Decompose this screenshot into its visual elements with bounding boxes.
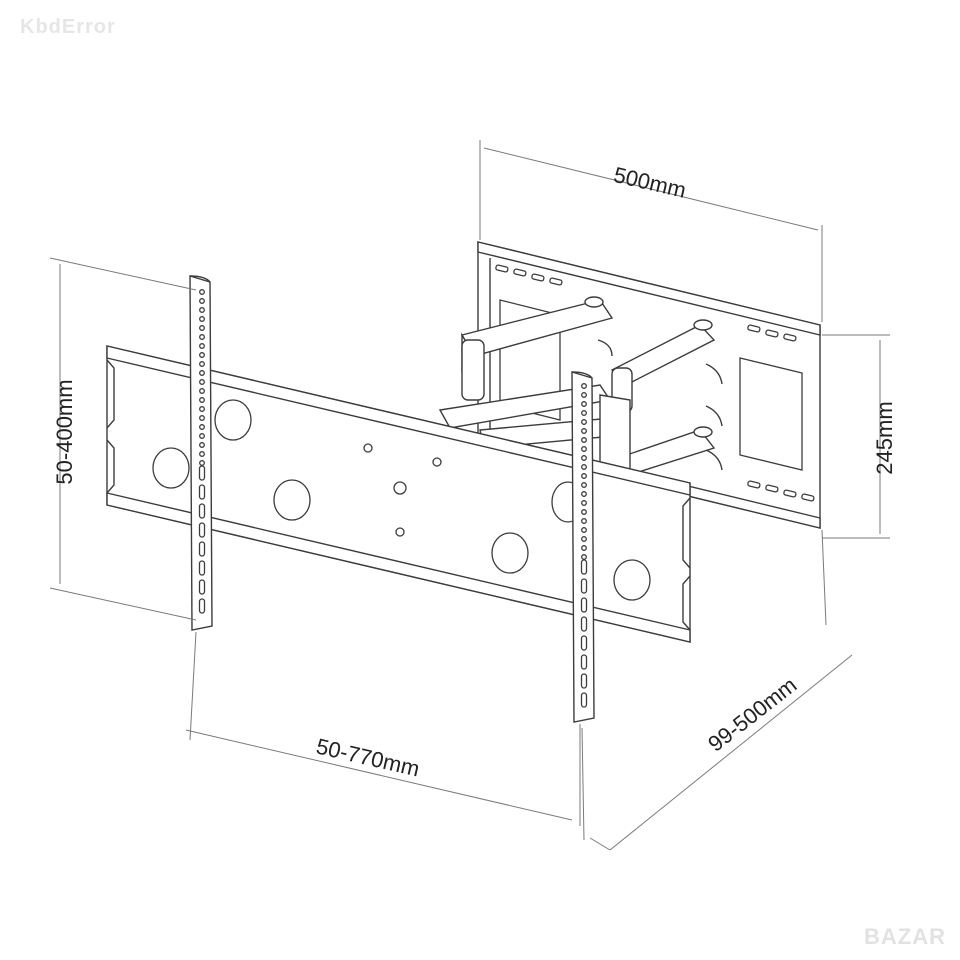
- bracket-hole: [581, 455, 587, 461]
- bracket-hole: [199, 325, 205, 331]
- tv-bracket-right: [571, 371, 595, 723]
- bracket-hole: [199, 379, 205, 385]
- tv-plate-hole: [214, 399, 252, 441]
- bracket-hole: [580, 559, 588, 575]
- bracket-hole: [199, 361, 205, 367]
- bracket-hole: [199, 316, 205, 322]
- arm-hinge-left: [461, 339, 485, 401]
- label-wall-width: 500mm: [611, 162, 688, 203]
- dimension-lines: [49, 140, 890, 851]
- bracket-hole: [581, 419, 587, 425]
- bracket-hole: [198, 541, 206, 557]
- bracket-hole: [198, 503, 206, 519]
- label-vesa-horizontal: 50-770mm: [314, 733, 422, 781]
- bracket-hole: [581, 536, 587, 542]
- bracket-hole: [199, 352, 205, 358]
- bazar-logo: BAZAR: [864, 924, 946, 949]
- bracket-hole: [580, 597, 588, 613]
- bracket-hole: [199, 334, 205, 340]
- bracket-hole: [580, 654, 588, 670]
- label-extension: 99-500mm: [703, 672, 801, 756]
- tv-plate-small-hole: [395, 527, 405, 537]
- tv-bracket-right-holes: [580, 383, 588, 708]
- bracket-hole: [198, 598, 206, 614]
- bracket-hole: [198, 560, 206, 576]
- label-vesa-vertical: 50-400mm: [52, 379, 77, 484]
- bracket-hole: [581, 401, 587, 407]
- bracket-hole: [199, 289, 205, 295]
- bracket-hole: [581, 527, 587, 533]
- dim-line-vesa-horizontal: [185, 729, 573, 821]
- wall-plate-cutout-right: [739, 357, 803, 471]
- bracket-hole: [581, 473, 587, 479]
- bracket-hole: [199, 388, 205, 394]
- bracket-hole: [199, 298, 205, 304]
- bracket-hole: [199, 415, 205, 421]
- wall-plate-slots-bottom: [747, 480, 815, 502]
- bracket-hole: [581, 500, 587, 506]
- bracket-hole: [581, 410, 587, 416]
- arm-bolt-right-top: [693, 319, 713, 331]
- bracket-hole: [199, 433, 205, 439]
- tv-plate-hole: [491, 532, 529, 574]
- bracket-hole: [581, 392, 587, 398]
- arm-bolt-top: [584, 296, 604, 308]
- bracket-hole: [199, 397, 205, 403]
- bracket-hole: [199, 307, 205, 313]
- bracket-hole: [581, 545, 587, 551]
- wall-plate-top-flange: [477, 241, 821, 336]
- bracket-hole: [581, 491, 587, 497]
- bracket-hole: [199, 406, 205, 412]
- bracket-hole: [580, 692, 588, 708]
- bracket-hole: [199, 343, 205, 349]
- bracket-hole: [198, 579, 206, 595]
- tv-bracket-left-holes: [198, 289, 206, 614]
- tv-plate-small-hole: [363, 443, 373, 453]
- bracket-hole: [580, 635, 588, 651]
- tv-plate-hole: [273, 479, 311, 521]
- bracket-hole: [198, 465, 206, 481]
- bracket-hole: [580, 673, 588, 689]
- tv-plate-hole: [613, 559, 651, 601]
- bracket-hole: [581, 464, 587, 470]
- tv-plate-center-hole: [393, 481, 407, 495]
- tv-plate: [106, 345, 691, 643]
- watermark-text: KbdError: [20, 16, 116, 38]
- arm-bolt-right-bottom: [693, 426, 713, 438]
- bracket-hole: [581, 446, 587, 452]
- dim-line-extension: [609, 654, 853, 851]
- arm-center-pivot: [599, 394, 631, 471]
- bracket-hole: [581, 518, 587, 524]
- bracket-hole: [199, 424, 205, 430]
- tv-bracket-left: [189, 275, 213, 631]
- tv-plate-top-flange: [106, 345, 691, 496]
- dim-line-wall-width: [483, 147, 819, 231]
- tv-plate-hole: [152, 447, 190, 489]
- articulating-arms: [438, 296, 723, 477]
- bracket-hole: [581, 482, 587, 488]
- bracket-hole: [199, 460, 205, 466]
- bracket-hole: [580, 616, 588, 632]
- tv-plate-bottom-flange: [106, 492, 691, 643]
- bracket-hole: [580, 578, 588, 594]
- bracket-hole: [198, 484, 206, 500]
- wall-plate-slots-top: [495, 264, 797, 342]
- bracket-hole: [581, 428, 587, 434]
- label-wall-height: 245mm: [872, 401, 897, 474]
- tv-plate-small-hole: [432, 457, 442, 467]
- bracket-hole: [199, 442, 205, 448]
- bracket-hole: [581, 554, 587, 560]
- bracket-hole: [199, 451, 205, 457]
- bracket-hole: [581, 383, 587, 389]
- bracket-hole: [198, 522, 206, 538]
- bracket-hole: [581, 437, 587, 443]
- bracket-hole: [199, 370, 205, 376]
- bracket-hole: [581, 509, 587, 515]
